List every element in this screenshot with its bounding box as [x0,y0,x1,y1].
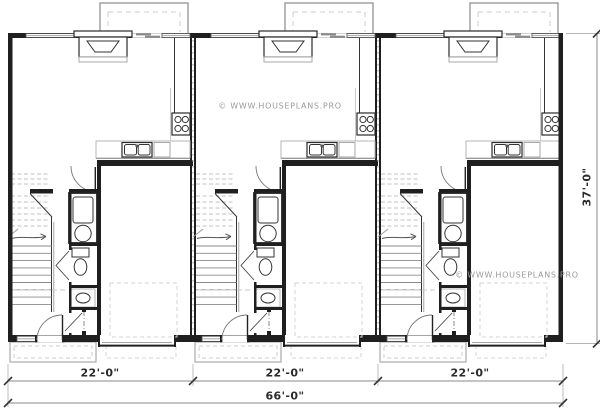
dim-unit2-width: 22'-0" [265,366,305,380]
dim-overall-width: 66'-0" [265,389,305,403]
dim-unit3-width: 22'-0" [450,366,490,380]
dim-unit1-width: 22'-0" [80,366,120,380]
dim-overall-depth: 37'-0" [580,167,594,207]
unit-1-floor-plan [7,2,194,363]
watermark-2: © WWW.HOUSEPLANS.PRO [455,270,579,280]
right-exterior-wall [558,33,563,342]
unit-2-floor-plan [192,2,379,363]
watermark-1: © WWW.HOUSEPLANS.PRO [218,101,342,111]
left-exterior-wall [8,33,13,342]
unit-3-floor-plan [377,2,564,363]
